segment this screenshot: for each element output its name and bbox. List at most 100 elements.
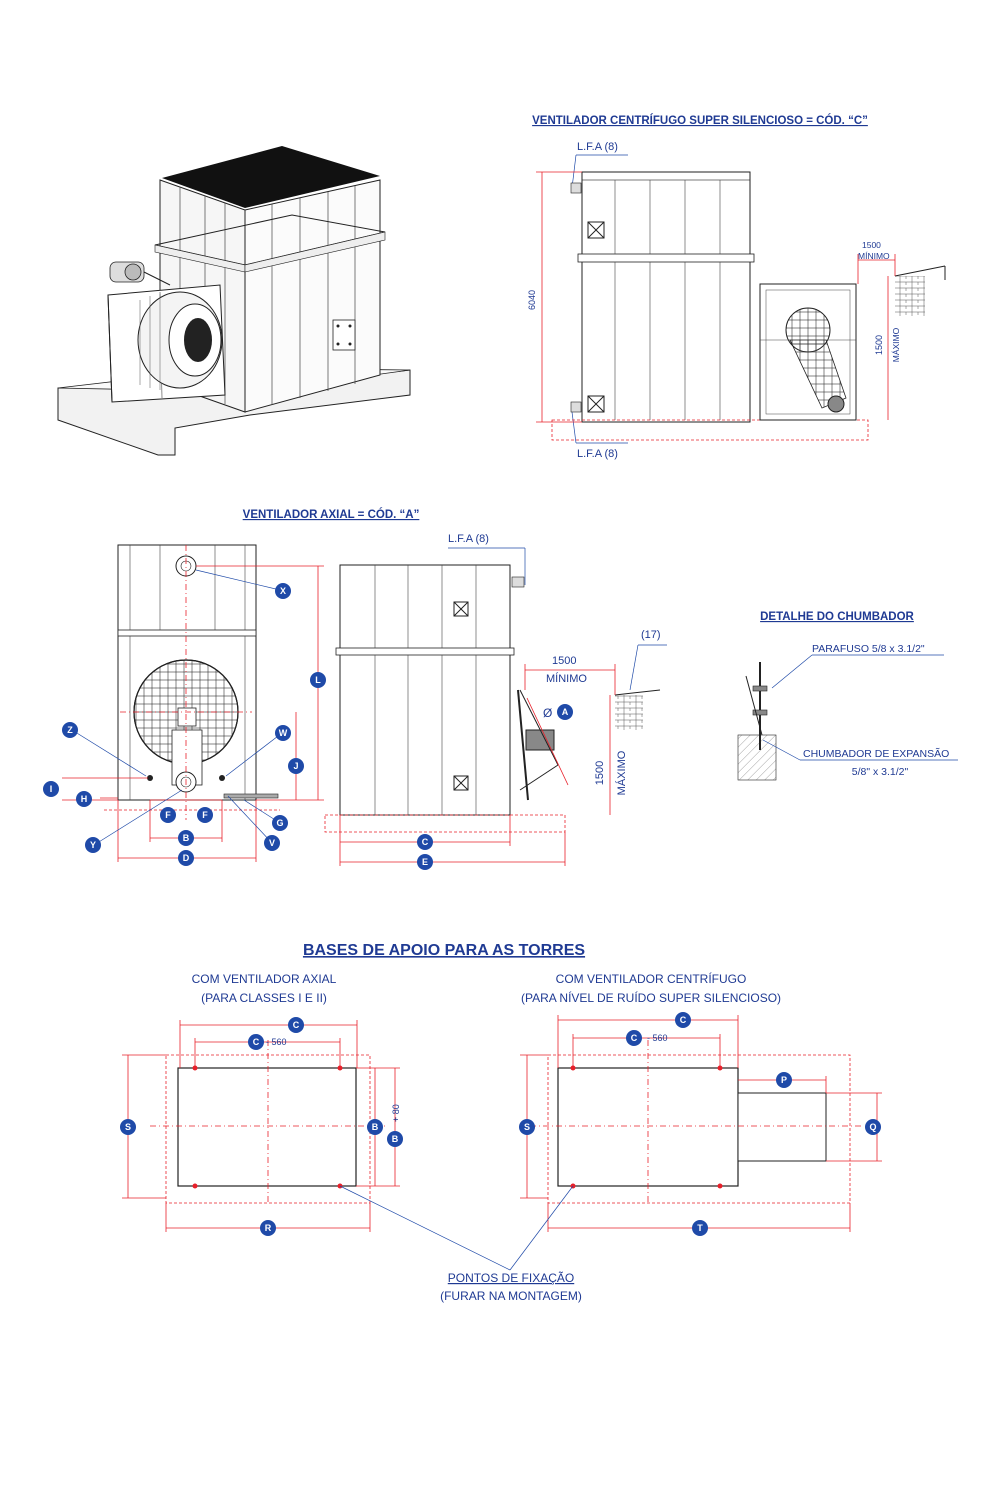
svg-text:H: H	[81, 794, 88, 804]
bubble-base-c: C	[288, 1017, 304, 1033]
bubble-base-b-80: B	[387, 1131, 403, 1147]
axial-front-bubbles: X L Z W J I H F F B D Y G V	[43, 583, 326, 866]
max-label-c: MÁXIMO	[891, 327, 901, 362]
svg-text:C: C	[422, 837, 429, 847]
centrifugal-title: VENTILADOR CENTRÍFUGO SUPER SILENCIOSO =…	[532, 114, 868, 127]
base-centrifugal: - 560	[520, 1015, 882, 1232]
plus-80: + 80	[391, 1104, 401, 1122]
svg-text:C: C	[680, 1015, 687, 1025]
fixation-label-1: PONTOS DE FIXAÇÃO	[448, 1271, 574, 1285]
svg-text:F: F	[202, 810, 208, 820]
bubble-base2-c: C	[675, 1012, 691, 1028]
svg-text:S: S	[524, 1122, 530, 1132]
base-axial: - 560 + 80	[122, 1020, 401, 1232]
bubble-a-diameter: A	[557, 704, 573, 720]
bubble-e-side: E	[417, 854, 433, 870]
axial-side-bubbles: C E A	[417, 704, 573, 870]
bubble-f-left: F	[160, 807, 176, 823]
bubble-z: Z	[62, 722, 78, 738]
svg-text:F: F	[165, 810, 171, 820]
lfa-bottom-label: L.F.A (8)	[577, 448, 618, 460]
bubble-y: Y	[85, 837, 101, 853]
bubble-w: W	[275, 725, 291, 741]
bubble-base-s: S	[120, 1119, 136, 1135]
min-label-a: MÍNIMO	[546, 672, 587, 685]
minus-560-centrifugal: - 560	[647, 1033, 668, 1043]
diameter-symbol: Ø	[543, 706, 552, 720]
svg-text:D: D	[183, 853, 190, 863]
axial-caption-1: COM VENTILADOR AXIAL	[192, 972, 337, 986]
bubble-b: B	[178, 830, 194, 846]
svg-text:L: L	[315, 675, 321, 685]
svg-text:G: G	[276, 818, 283, 828]
bubble-f-right: F	[197, 807, 213, 823]
bubble-v: V	[264, 835, 280, 851]
svg-text:C: C	[253, 1037, 260, 1047]
base-axial-bubbles: C C S B B R	[120, 1017, 403, 1236]
expansion-label-1: CHUMBADOR DE EXPANSÃO	[803, 747, 949, 760]
svg-text:R: R	[265, 1223, 272, 1233]
bubble-d: D	[178, 850, 194, 866]
bubble-g: G	[272, 815, 288, 831]
svg-text:C: C	[293, 1020, 300, 1030]
bubble-base2-s: S	[519, 1119, 535, 1135]
lfa-axial-label: L.F.A (8)	[448, 533, 489, 545]
svg-text:T: T	[697, 1223, 703, 1233]
svg-text:Q: Q	[869, 1122, 876, 1132]
bubble-base2-q: Q	[865, 1119, 881, 1135]
bubble-base2-p: P	[776, 1072, 792, 1088]
expansion-label-2: 5/8" x 3.1/2"	[852, 766, 909, 778]
svg-text:B: B	[392, 1134, 399, 1144]
max-value-c: 1500	[874, 335, 884, 355]
bubble-x: X	[275, 583, 291, 599]
bubble-base2-t: T	[692, 1220, 708, 1236]
minus-560-axial: - 560	[266, 1037, 287, 1047]
svg-text:S: S	[125, 1122, 131, 1132]
svg-text:X: X	[280, 586, 286, 596]
bubble-h: H	[76, 791, 92, 807]
height-6040: 6040	[527, 290, 537, 310]
lfa-top-label: L.F.A (8)	[577, 141, 618, 153]
centrifugal-caption-1: COM VENTILADOR CENTRÍFUGO	[556, 971, 747, 986]
bubble-i: I	[43, 781, 59, 797]
bases-title: BASES DE APOIO PARA AS TORRES	[303, 942, 585, 959]
svg-text:B: B	[372, 1122, 379, 1132]
svg-text:P: P	[781, 1075, 787, 1085]
svg-text:V: V	[269, 838, 275, 848]
svg-text:I: I	[50, 784, 53, 794]
centrifugal-side-view: L.F.A (8) L.F.A (8) 6040	[527, 141, 946, 460]
svg-text:B: B	[183, 833, 190, 843]
bubble-base2-c-560: C	[626, 1030, 642, 1046]
svg-text:W: W	[279, 728, 288, 738]
axial-title: VENTILADOR AXIAL = CÓD. “A”	[243, 508, 420, 521]
bubble-base-b: B	[367, 1119, 383, 1135]
svg-text:J: J	[293, 761, 298, 771]
bubble-j: J	[288, 758, 304, 774]
svg-text:Y: Y	[90, 840, 96, 850]
max-value-a: 1500	[594, 761, 606, 785]
base-centrifugal-bubbles: C C S P Q T	[519, 1012, 881, 1236]
max-label-a: MÁXIMO	[615, 750, 628, 795]
fixation-label-2: (FURAR NA MONTAGEM)	[440, 1289, 582, 1303]
min-label-c: MÍNIMO	[858, 251, 890, 261]
svg-text:A: A	[562, 707, 569, 717]
min-value-a: 1500	[552, 655, 576, 667]
ref-17: (17)	[641, 629, 661, 641]
bubble-base-r: R	[260, 1220, 276, 1236]
anchor-detail: PARAFUSO 5/8 x 3.1/2" CHUMBADOR DE EXPAN…	[737, 643, 958, 781]
anchor-title: DETALHE DO CHUMBADOR	[760, 611, 914, 623]
fixation-points-callout: PONTOS DE FIXAÇÃO (FURAR NA MONTAGEM)	[339, 1185, 582, 1303]
bubble-base-c-560: C	[248, 1034, 264, 1050]
axial-caption-2: (PARA CLASSES I E II)	[201, 991, 327, 1005]
svg-text:C: C	[631, 1033, 638, 1043]
svg-text:E: E	[422, 857, 428, 867]
isometric-tower-view	[57, 146, 411, 456]
centrifugal-caption-2: (PARA NÍVEL DE RUÍDO SUPER SILENCIOSO)	[521, 990, 781, 1005]
axial-side-view: L.F.A (8) (17) 1500 MÍNIMO 1500 MÁXIM	[324, 533, 667, 866]
min-value-c: 1500	[862, 240, 881, 250]
bubble-c-side: C	[417, 834, 433, 850]
bubble-l: L	[310, 672, 326, 688]
svg-text:Z: Z	[67, 725, 73, 735]
bolt-label: PARAFUSO 5/8 x 3.1/2"	[812, 643, 925, 655]
